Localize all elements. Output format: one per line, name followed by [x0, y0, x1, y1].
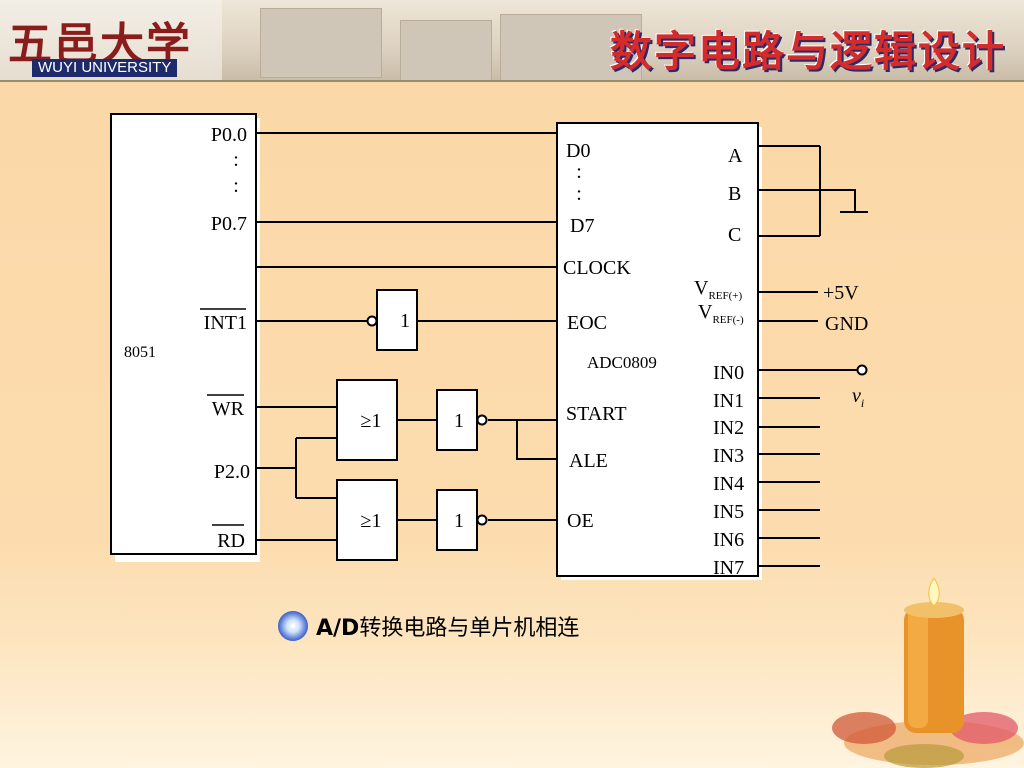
ellipsis-dot: :: [233, 175, 239, 197]
header-background-building: [500, 14, 642, 80]
gate-not-bottom: [436, 489, 478, 551]
pin-label-a: A: [728, 145, 743, 167]
pin-label-eoc: EOC: [567, 312, 607, 334]
pin-label-wr: WR: [212, 398, 245, 420]
pin-label-vref-pos: VREF(+): [694, 277, 742, 302]
gate-not-top: [436, 389, 478, 451]
header-divider: [0, 80, 1024, 82]
gate-symbol-or-top: ≥1: [361, 410, 382, 432]
supply-label-5v: +5V: [823, 282, 859, 304]
pin-label-in2: IN2: [713, 417, 744, 439]
gate-symbol-not-bottom: 1: [454, 510, 464, 532]
gate-not-int: [376, 289, 418, 351]
pin-label-p00: P0.0: [211, 124, 247, 146]
slide-header: 五邑大学 WUYI UNIVERSITY 数字电路与逻辑设计: [0, 0, 1024, 80]
logo-english-text: WUYI UNIVERSITY: [32, 59, 178, 77]
flame-icon: [928, 578, 940, 607]
input-voltage-label: vi: [852, 385, 864, 410]
pin-label-in4: IN4: [713, 473, 744, 495]
maple-leaf-icon: [950, 712, 1018, 744]
pin-label-clock: CLOCK: [563, 257, 631, 279]
pin-label-c: C: [728, 224, 741, 246]
gate-symbol-not-int: 1: [400, 310, 410, 332]
input-terminal: [856, 364, 868, 376]
ground-label: GND: [825, 313, 868, 335]
pin-label-in6: IN6: [713, 529, 744, 551]
pin-label-in0: IN0: [713, 362, 744, 384]
inverter-bubble: [366, 315, 378, 327]
pin-label-rd: RD: [217, 530, 245, 552]
ellipsis-dot: :: [233, 149, 239, 171]
candle-highlight: [908, 608, 928, 728]
pin-label-vref-neg: VREF(-): [698, 301, 744, 326]
maple-leaf-icon: [884, 744, 964, 768]
caption-text: A/D转换电路与单片机相连: [316, 610, 579, 642]
candle-decoration: [832, 578, 1024, 768]
caption-bold-text: A/D: [316, 616, 360, 641]
adc-0809-box: [556, 122, 759, 577]
course-title: 数字电路与逻辑设计: [609, 27, 1006, 76]
gate-symbol-not-top: 1: [454, 410, 464, 432]
header-background-building: [260, 8, 382, 78]
mcu-8051-box: [110, 113, 257, 555]
inverter-bubble: [476, 514, 488, 526]
ellipsis-dot: :: [576, 161, 582, 183]
ellipsis-dot: :: [576, 183, 582, 205]
pin-label-in7: IN7: [713, 557, 744, 579]
pin-label-ale: ALE: [569, 450, 608, 472]
flower-bullet-icon: [278, 611, 308, 641]
pin-label-b: B: [728, 183, 741, 205]
caption-rest-text: 转换电路与单片机相连: [359, 616, 580, 641]
adc-name: ADC0809: [587, 353, 657, 372]
wire-ale: [516, 420, 557, 460]
header-background-building: [400, 20, 492, 80]
pin-label-in1: IN1: [713, 390, 744, 412]
pin-label-d0: D0: [566, 140, 590, 162]
candle-top: [904, 602, 964, 618]
wire-abc-ground: [820, 189, 856, 212]
pin-label-int1: INT1: [204, 312, 247, 334]
mcu-name: 8051: [124, 344, 156, 361]
pin-label-in3: IN3: [713, 445, 744, 467]
pin-label-in5: IN5: [713, 501, 744, 523]
gate-or-top: [336, 379, 398, 461]
pin-label-start: START: [566, 403, 627, 425]
pin-label-p07: P0.7: [211, 213, 247, 235]
gate-or-bottom: [336, 479, 398, 561]
gate-symbol-or-bottom: ≥1: [361, 510, 382, 532]
university-logo: 五邑大学 WUYI UNIVERSITY: [0, 0, 222, 80]
pin-label-oe: OE: [567, 510, 594, 532]
pin-label-d7: D7: [570, 215, 594, 237]
pin-label-p20: P2.0: [214, 461, 250, 483]
figure-caption: A/D转换电路与单片机相连: [278, 608, 579, 644]
inverter-bubble: [476, 414, 488, 426]
maple-leaf-icon: [832, 712, 896, 744]
